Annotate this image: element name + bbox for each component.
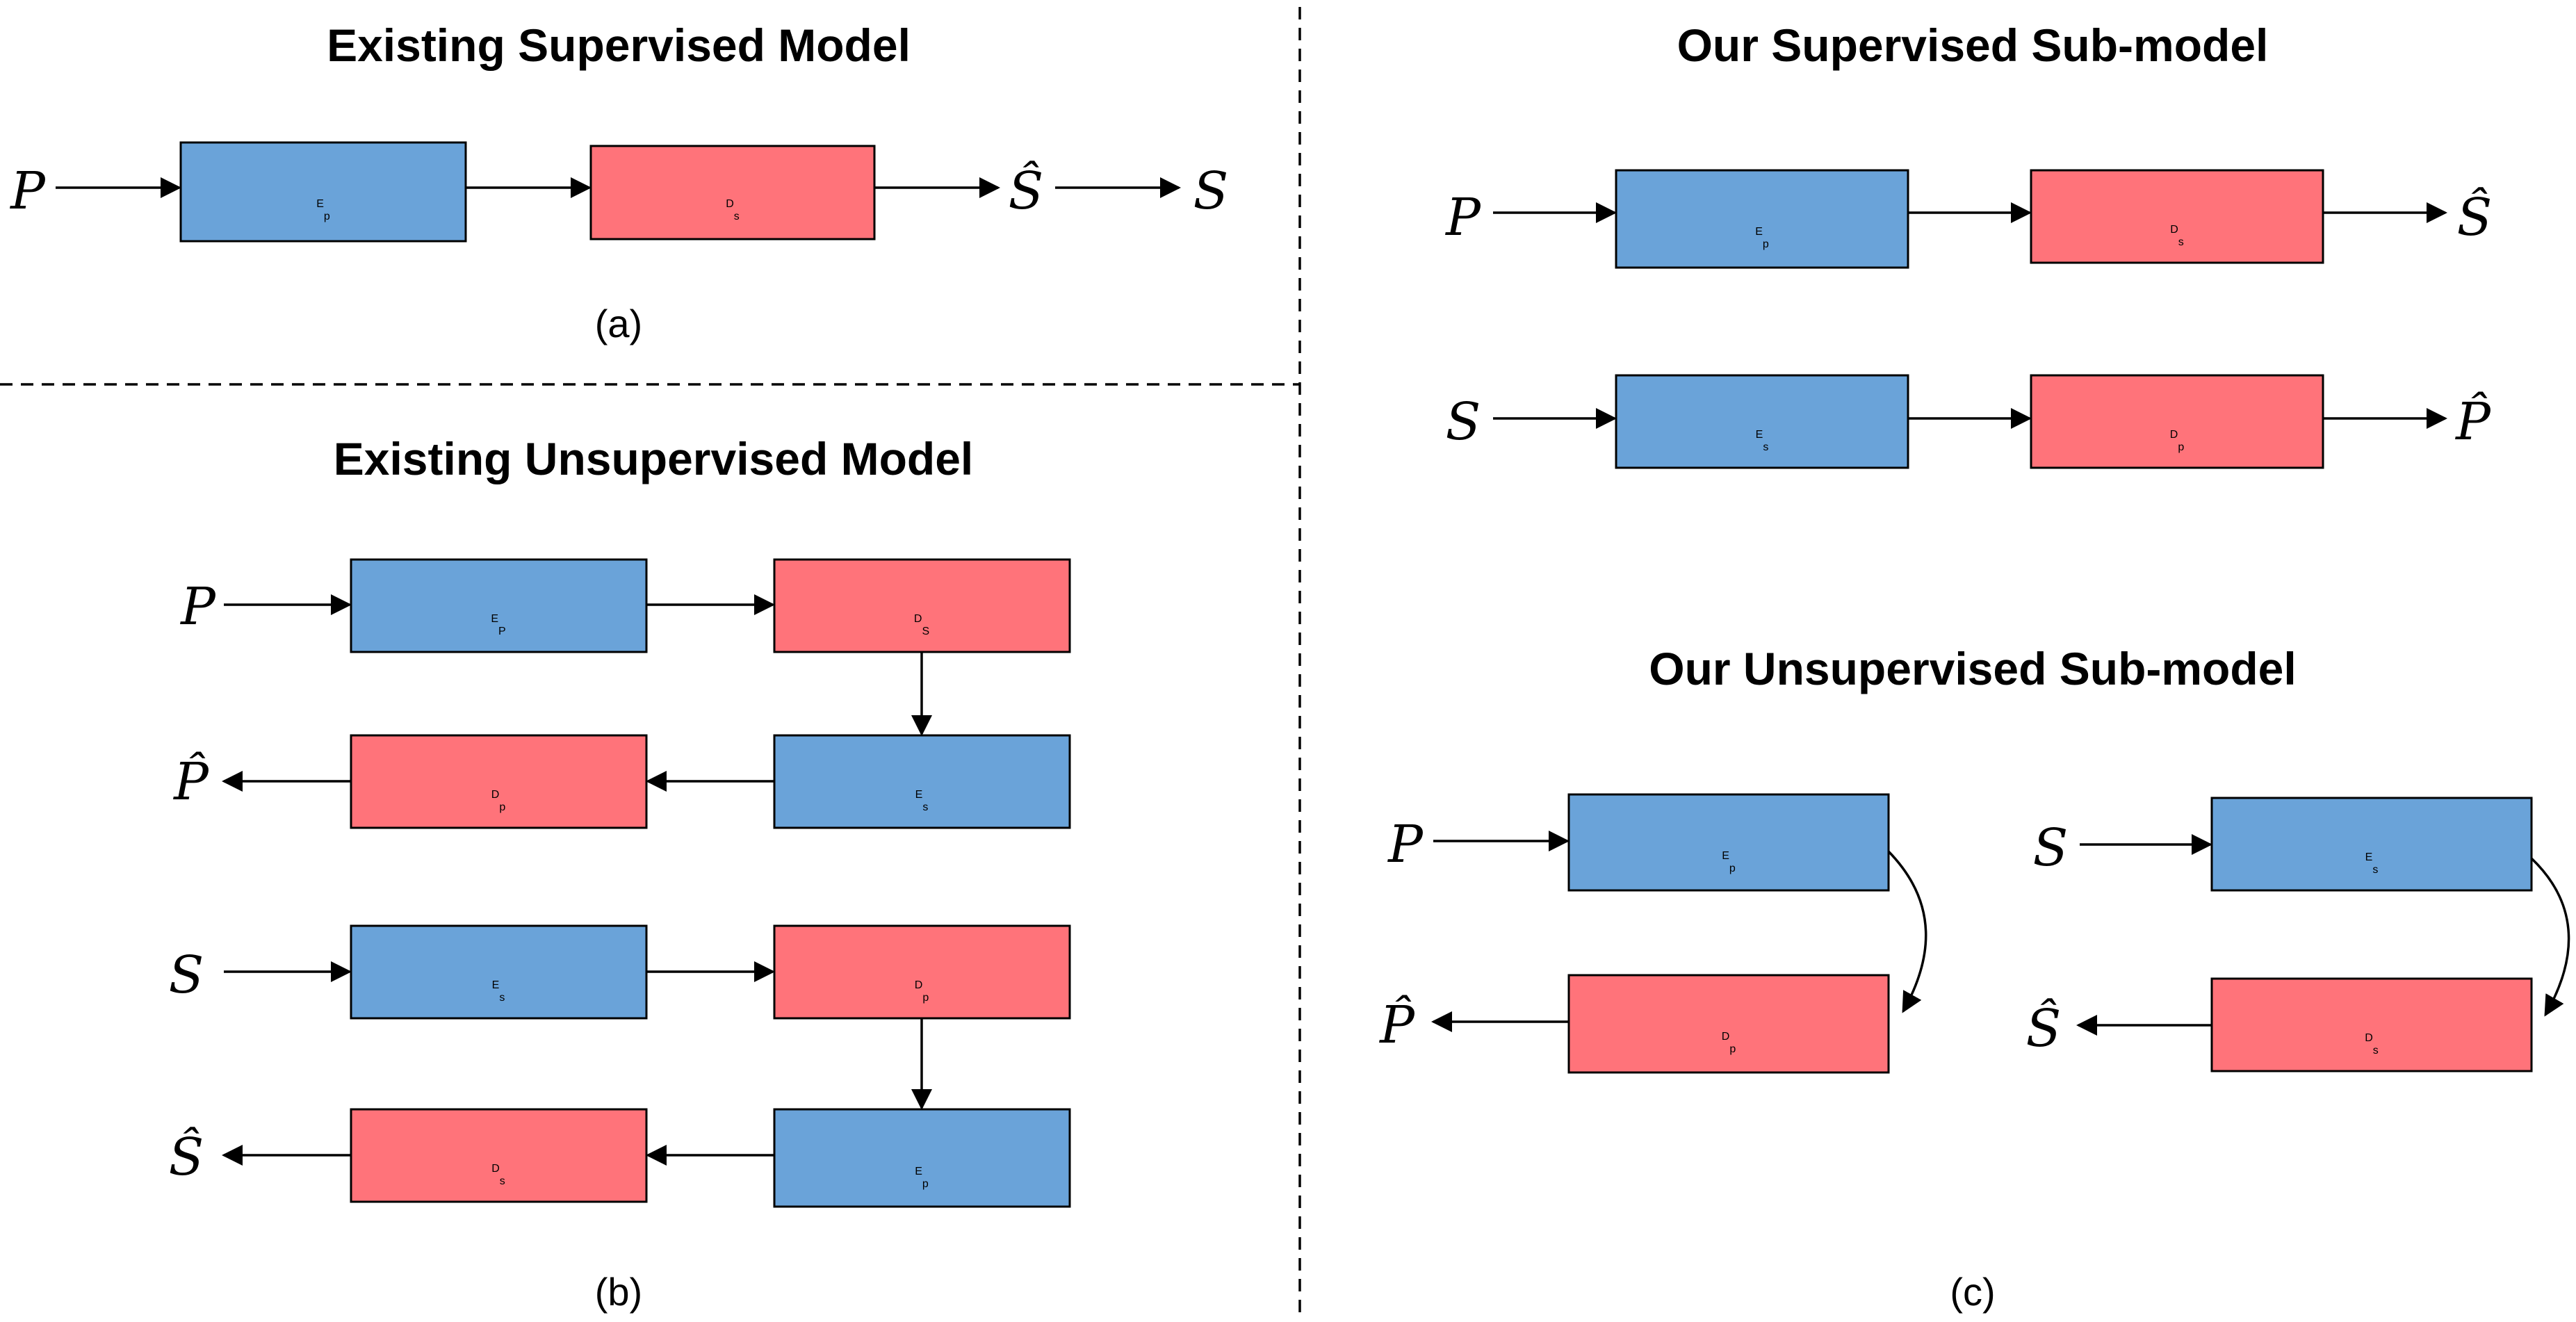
target-s-label: S	[1193, 161, 1229, 221]
decoder-box	[2210, 977, 2533, 1072]
decoder-box	[2030, 374, 2324, 469]
existing-unsupervised-title: Existing Unsupervised Model	[334, 433, 974, 484]
decoder-label: Dp	[491, 789, 506, 813]
decoder-box	[1567, 974, 1890, 1074]
decoder-box	[350, 734, 648, 829]
encoder-box	[773, 734, 1071, 829]
curved-arrow	[1887, 850, 1927, 1013]
curved-arrow	[2530, 857, 2570, 1017]
decoder-label: Dp	[1722, 1031, 1736, 1055]
caption-a: (a)	[595, 302, 642, 345]
input-p-label: P	[9, 161, 46, 221]
existing-supervised-title: Existing Supervised Model	[327, 19, 911, 71]
encoder-label: Es	[2365, 851, 2379, 876]
input-s-label: S	[169, 945, 204, 1005]
output-p-hat-label: P̂	[1378, 995, 1415, 1055]
encoder-label: Es	[1756, 429, 1769, 453]
output-p-hat-label: P̂	[172, 751, 209, 812]
encoder-box	[1615, 169, 1909, 269]
encoder-label: Es	[915, 789, 929, 813]
input-s-label: S	[2033, 818, 2069, 878]
caption-b: (b)	[595, 1270, 642, 1314]
output-s-hat-label: Ŝ	[2026, 997, 2062, 1059]
encoder-box	[179, 141, 467, 243]
input-p-label: P	[1387, 815, 1424, 874]
our-unsupervised-title: Our Unsupervised Sub-model	[1649, 643, 2296, 694]
decoder-label: Ds	[2170, 224, 2184, 248]
caption-c: (c)	[1950, 1270, 1995, 1314]
output-p-hat-label: P̂	[2454, 391, 2491, 452]
decoder-label: Ds	[2365, 1032, 2379, 1056]
decoder-box	[2030, 169, 2324, 264]
our-supervised-title: Our Supervised Sub-model	[1677, 19, 2269, 71]
encoder-box	[1615, 374, 1909, 469]
input-s-label: S	[1446, 392, 1481, 452]
decoder-box	[773, 558, 1071, 653]
decoder-label: DS	[914, 613, 929, 637]
encoder-box	[350, 924, 648, 1020]
encoder-label: EP	[491, 613, 505, 637]
encoder-box	[773, 1108, 1071, 1208]
encoder-box	[350, 558, 648, 653]
output-s-hat-label: Ŝ	[2457, 186, 2493, 247]
decoder-label: Ds	[491, 1163, 505, 1187]
encoder-label: Es	[492, 979, 505, 1004]
input-p-label: P	[1444, 188, 1481, 247]
encoder-box	[1567, 793, 1890, 892]
decoder-label: Ds	[726, 198, 740, 222]
encoder-label: Ep	[1755, 226, 1769, 250]
output-s-hat-label: Ŝ	[1009, 159, 1044, 221]
decoder-label: Dp	[915, 979, 929, 1004]
encoder-label: Ep	[1722, 850, 1736, 874]
decoder-box	[589, 145, 876, 240]
decoder-label: Dp	[2170, 429, 2185, 453]
output-s-hat-label: Ŝ	[169, 1125, 204, 1187]
encoder-label: Ep	[316, 198, 330, 222]
decoder-box	[773, 924, 1071, 1020]
decoder-box	[350, 1108, 648, 1203]
encoder-box	[2210, 797, 2533, 892]
encoder-label: Ep	[915, 1166, 929, 1190]
input-p-label: P	[179, 577, 216, 637]
